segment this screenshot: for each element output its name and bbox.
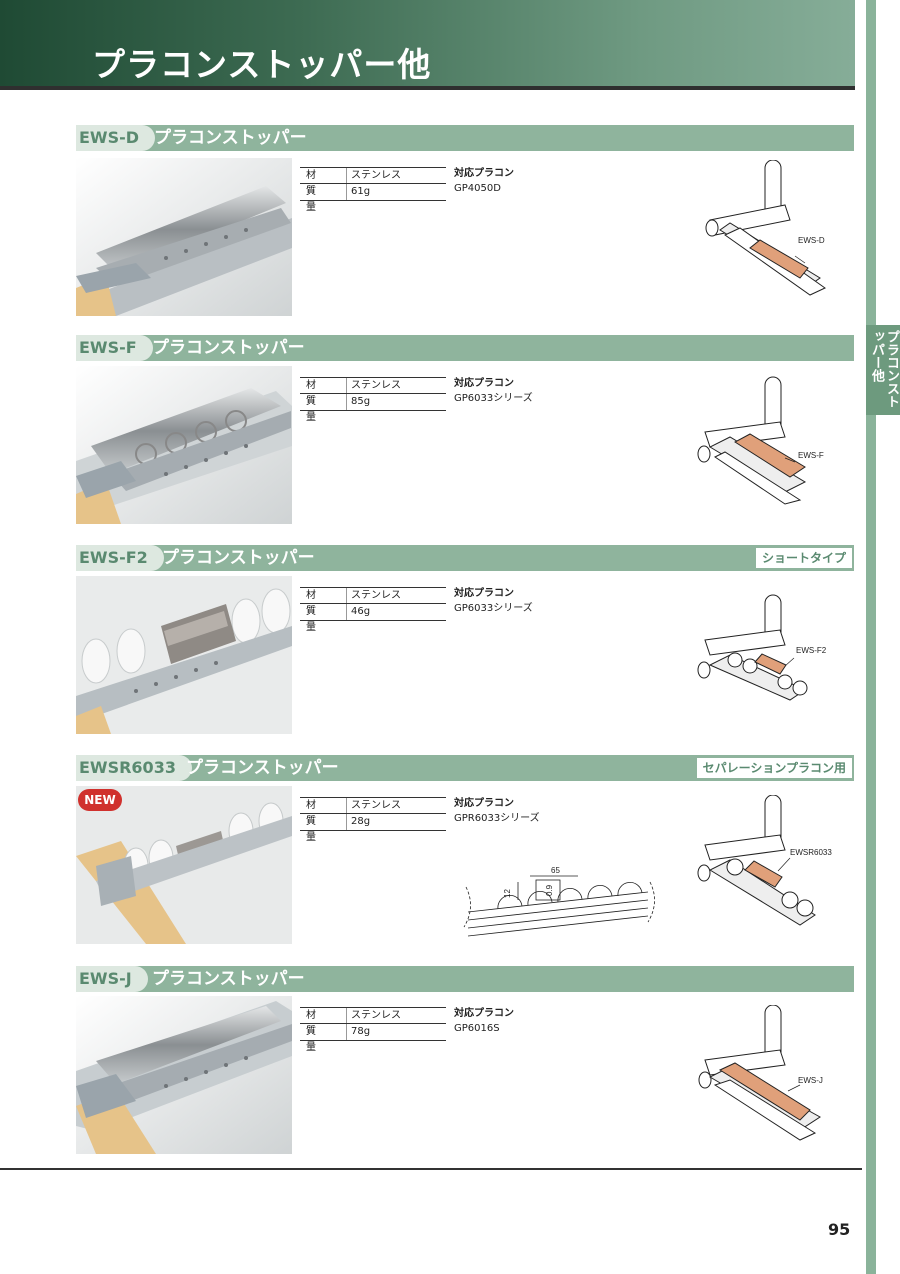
diagram-label: EWS-F2 (796, 646, 827, 655)
section-name: プラコンストッパー (186, 758, 339, 778)
dimension-h1: 12 (503, 889, 512, 898)
spec-label: 材 質 (306, 170, 350, 197)
spec-weight: 61g (346, 184, 446, 200)
diagram-ewsr6033: EWSR6033 (697, 795, 832, 926)
section-bar-ews-f2: EWS-F2 プラコンストッパー ショートタイプ (76, 545, 854, 571)
spec-material: ステンレス (346, 798, 446, 813)
compat-title: 対応プラコン (454, 1008, 514, 1019)
compat-block-ews-f2: 対応プラコン GP6033シリーズ (454, 586, 533, 616)
dimension-width: 65 (551, 866, 560, 875)
section-bar-ews-d: EWS-D プラコンストッパー (76, 125, 854, 151)
compat-value: GP6033シリーズ (454, 603, 533, 614)
product-photo-ews-f2 (76, 576, 292, 734)
spec-label: 材 質 (306, 590, 350, 617)
side-strip (866, 0, 876, 1274)
diagram-ews-f: EWS-F (697, 376, 824, 505)
section-code: EWS-J (76, 966, 148, 992)
section-code: EWS-F2 (76, 545, 164, 571)
header-rule (0, 86, 855, 90)
section-bar-ews-f: EWS-F プラコンストッパー (76, 335, 854, 361)
section-code: EWS-D (76, 125, 156, 151)
spec-material: ステンレス (346, 588, 446, 603)
compat-title: 対応プラコン (454, 168, 514, 179)
section-name: プラコンストッパー (152, 338, 305, 358)
compat-value: GP6033シリーズ (454, 393, 533, 404)
spec-label: 材 質 (306, 1010, 350, 1037)
section-name: プラコンストッパー (154, 128, 307, 148)
compat-block-ewsr6033: 対応プラコン GPR6033シリーズ (454, 796, 540, 826)
section-code: EWSR6033 (76, 755, 192, 781)
side-index-label: プラコンストッパー他 (869, 330, 899, 408)
spec-material: ステンレス (346, 1008, 446, 1023)
diagram-ews-f2: EWS-F2 (697, 594, 827, 701)
diagram-label: EWSR6033 (790, 848, 832, 857)
compat-title: 対応プラコン (454, 588, 514, 599)
section-name: プラコンストッパー (152, 969, 305, 989)
spec-weight: 85g (346, 394, 446, 410)
diagram-label: EWS-J (798, 1076, 823, 1085)
section-tag: ショートタイプ (755, 548, 852, 568)
spec-material: ステンレス (346, 168, 446, 183)
diagram-label: EWS-F (798, 451, 824, 460)
new-badge: NEW (78, 789, 122, 811)
page-title: プラコンストッパー他 (92, 45, 432, 84)
spec-material: ステンレス (346, 378, 446, 393)
compat-value: GP6016S (454, 1023, 500, 1034)
section-bar-ewsr6033: EWSR6033 プラコンストッパー セパレーションプラコン用 (76, 755, 854, 781)
section-name: プラコンストッパー (162, 548, 315, 568)
section-code: EWS-F (76, 335, 153, 361)
diagram-label: EWS-D (798, 236, 825, 245)
compat-block-ews-j: 対応プラコン GP6016S (454, 1006, 514, 1036)
product-photo-ews-j (76, 996, 292, 1154)
spec-label: 質 量 (306, 186, 350, 213)
page-header: プラコンストッパー他 (0, 0, 855, 86)
compat-value: GP4050D (454, 183, 501, 194)
spec-label: 材 質 (306, 380, 350, 407)
spec-label: 質 量 (306, 396, 350, 423)
spec-weight: 78g (346, 1024, 446, 1040)
spec-label: 質 量 (306, 606, 350, 633)
dimension-h2: 0.9 (545, 884, 554, 896)
compat-title: 対応プラコン (454, 378, 514, 389)
spec-weight: 28g (346, 814, 446, 830)
compat-title: 対応プラコン (454, 798, 514, 809)
page-number: 95 (828, 1220, 851, 1239)
spec-label: 質 量 (306, 816, 350, 843)
footer-rule (0, 1168, 862, 1170)
dimension-drawing: 65 12 0.9 (463, 866, 655, 937)
product-photo-ews-d (76, 158, 292, 316)
compat-value: GPR6033シリーズ (454, 813, 540, 824)
product-photo-ewsr6033 (76, 786, 292, 944)
diagram-ews-d: EWS-D (705, 160, 826, 296)
section-bar-ews-j: EWS-J プラコンストッパー (76, 966, 854, 992)
product-photo-ews-f (76, 366, 292, 524)
compat-block-ews-d: 対応プラコン GP4050D (454, 166, 514, 196)
spec-label: 材 質 (306, 800, 350, 827)
spec-label: 質 量 (306, 1026, 350, 1053)
section-tag: セパレーションプラコン用 (696, 758, 852, 778)
spec-weight: 46g (346, 604, 446, 620)
compat-block-ews-f: 対応プラコン GP6033シリーズ (454, 376, 533, 406)
diagram-ews-j: EWS-J (698, 1005, 823, 1141)
side-index-tab[interactable] (866, 325, 900, 415)
